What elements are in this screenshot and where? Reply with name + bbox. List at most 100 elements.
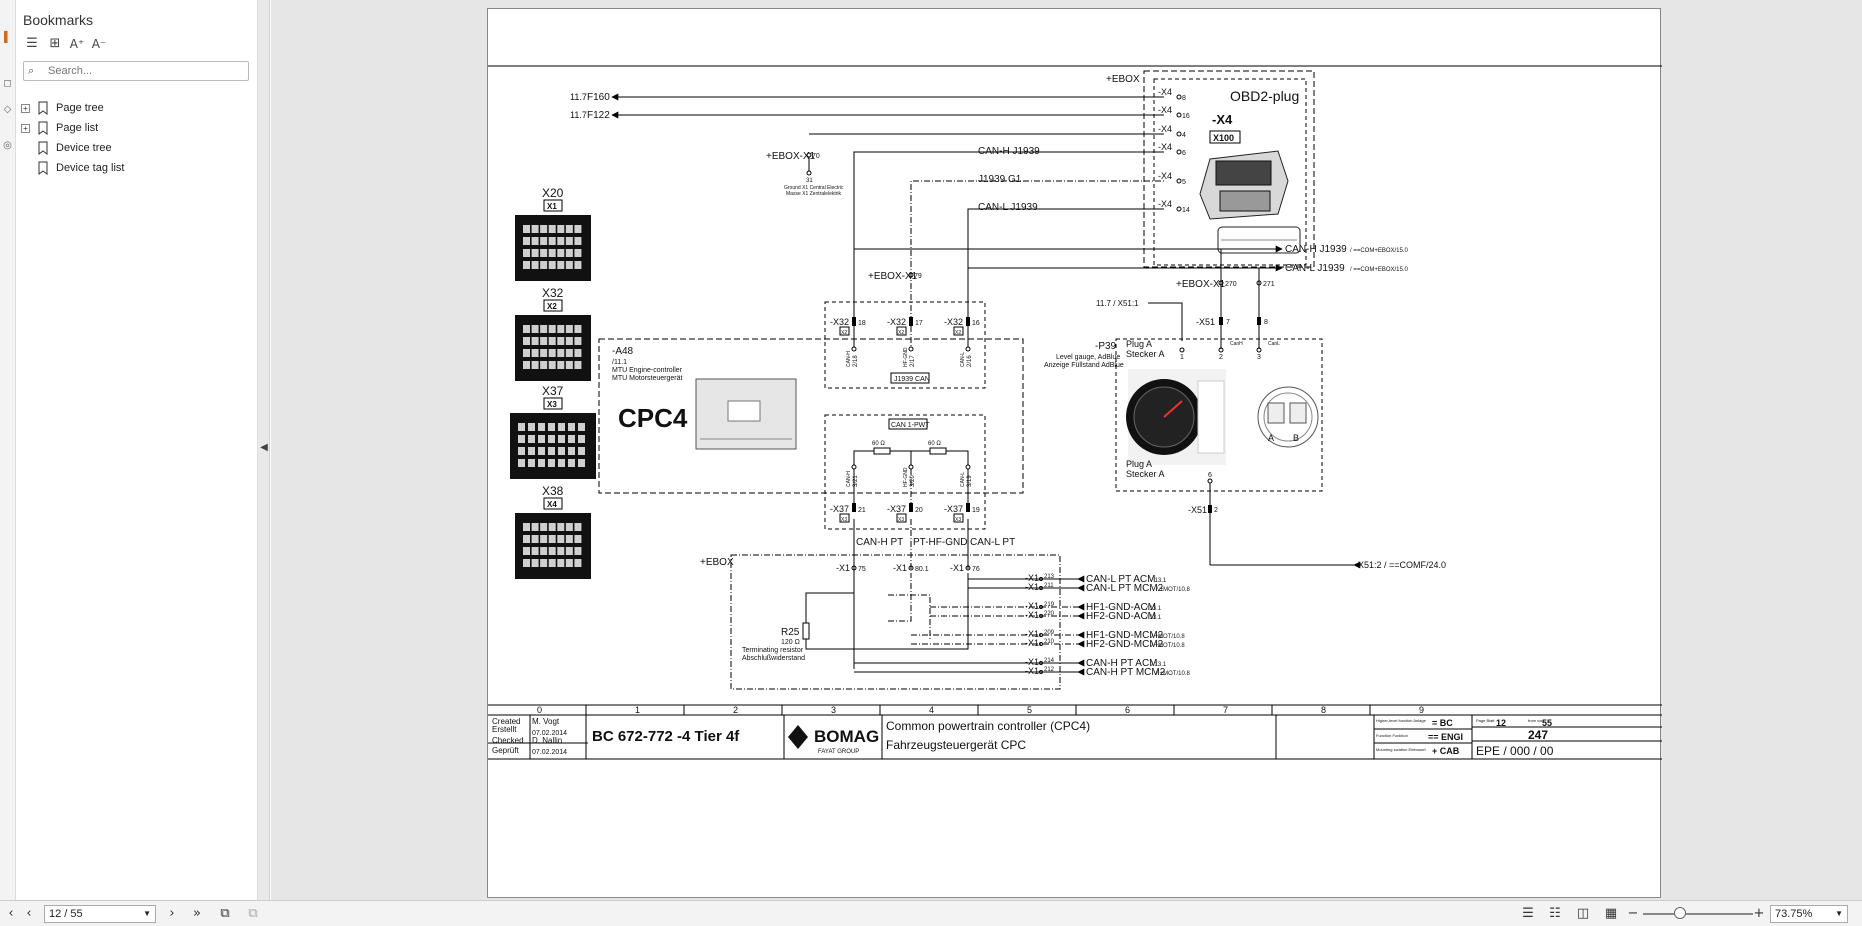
pin-sub-box <box>953 326 964 336</box>
paste-icon[interactable]: ⧉ <box>248 906 258 921</box>
input-label: F160 <box>587 92 610 103</box>
list-view-icon[interactable]: ☰ <box>26 36 38 51</box>
last-page-icon[interactable]: » <box>193 906 201 921</box>
pin-sub-box <box>896 326 907 336</box>
ebox-label: +EBOX <box>1106 74 1140 85</box>
brand-logo-text: BOMAG <box>814 727 879 746</box>
checked-by: D. Nallin <box>532 736 562 745</box>
pin-number: 79 <box>914 273 922 280</box>
model-title: BC 672-772 -4 Tier 4f <box>592 728 740 745</box>
connector-name: X20 <box>542 186 564 200</box>
x1-out-tag: -X1 <box>1025 582 1039 592</box>
pin-terminal <box>965 565 971 571</box>
zoom-field[interactable]: 73.75% ▼ <box>1770 905 1848 923</box>
brand-logo-icon <box>788 725 808 749</box>
x1-out-tag: -X1 <box>1025 601 1039 611</box>
output-ref: / +MOT/10.8 <box>1156 671 1190 677</box>
search-box[interactable]: ⌕ <box>23 61 249 81</box>
search-input[interactable] <box>48 64 244 78</box>
field-label: Higher-level function Anlage <box>1376 718 1427 723</box>
output-label: HF1-GND-ACM <box>1086 602 1156 613</box>
pages-tab-icon[interactable]: ◻ <box>3 78 12 89</box>
pin-number: 70 <box>812 153 820 160</box>
pin-terminal <box>1039 670 1043 674</box>
pin-sub: X2 <box>841 330 847 336</box>
pin-socket <box>852 317 856 326</box>
can1-pwt-label: CAN 1-PWT <box>891 422 930 429</box>
pin-terminal <box>1039 661 1043 665</box>
page-label: Page Blatt <box>1476 718 1495 723</box>
tree-item-device-tag-list[interactable]: Device tag list <box>20 161 250 177</box>
connector-sub: X3 <box>547 400 557 409</box>
single-page-view-icon[interactable]: ☰ <box>1522 906 1534 921</box>
obd-pin-label: -X4 <box>1158 87 1172 97</box>
pin-signal: CanH <box>1230 341 1243 347</box>
pin-number: 20 <box>915 507 923 514</box>
previous-page-icon[interactable]: ‹ <box>26 906 32 921</box>
page-indicator: 12 / 55 <box>49 908 83 920</box>
pin-number: 6 <box>1208 472 1212 479</box>
plug-pin-b: B <box>1293 433 1299 443</box>
tree-item-page-list[interactable]: + Page list <box>20 121 250 137</box>
obd-pin-label: -X4 <box>1158 199 1172 209</box>
field-value: + CAB <box>1432 746 1460 756</box>
expand-icon[interactable]: + <box>21 124 30 133</box>
next-page-icon[interactable]: › <box>169 906 175 921</box>
a48-boundary <box>598 338 1024 494</box>
copy-icon[interactable]: ⧉ <box>220 906 230 921</box>
increase-font-icon[interactable]: A⁺ <box>69 37 85 51</box>
bookmarks-tab-icon[interactable]: ▌ <box>3 32 12 43</box>
pin-signal: CAN-H <box>846 471 852 487</box>
pin-socket <box>966 503 970 512</box>
first-page-icon[interactable]: ‹ <box>8 906 14 921</box>
pin-number: 212 <box>1044 667 1055 673</box>
tree-item-device-tree[interactable]: Device tree <box>20 141 250 157</box>
zoom-in-icon[interactable]: + <box>1753 906 1765 921</box>
decrease-font-icon[interactable]: A⁻ <box>91 37 107 51</box>
epe-code: EPE / 000 / 00 <box>1476 744 1554 758</box>
status-bar: ‹ ‹ 12 / 55 ▼ › » ⧉ ⧉ ☰ ☷ ◫ ▦ − + 73.75%… <box>0 900 1862 926</box>
zoom-out-icon[interactable]: − <box>1627 906 1639 921</box>
layers-tab-icon[interactable]: ◇ <box>3 104 12 115</box>
add-bookmark-icon[interactable]: ⊞ <box>49 36 61 51</box>
panel-splitter[interactable] <box>258 0 270 900</box>
zoom-value: 73.75% <box>1775 908 1813 920</box>
pin-terminal <box>851 346 857 352</box>
pin-number: 209 <box>1044 630 1055 636</box>
bookmark-icon <box>38 141 48 155</box>
search-tab-icon[interactable]: ◎ <box>3 140 12 151</box>
tree-item-page-tree[interactable]: + Page tree <box>20 101 250 117</box>
p39-plug: Plug A <box>1126 459 1152 469</box>
a48-desc: MTU Motorsteuergerät <box>612 375 682 382</box>
input-ref: 11.7 <box>570 110 587 120</box>
tree-item-label: Page tree <box>56 102 104 114</box>
pin-terminal <box>1039 586 1043 590</box>
expand-icon[interactable]: + <box>21 104 30 113</box>
output-ref: / 13.1 <box>1151 662 1167 668</box>
checked-label: Geprüft <box>492 746 519 755</box>
p39-boundary <box>1115 338 1323 492</box>
pin-label: 2/17 <box>910 355 916 367</box>
pin-terminal <box>1039 577 1043 581</box>
column-label: 9 <box>1419 705 1424 715</box>
collapse-panel-icon[interactable]: ◀ <box>260 442 268 453</box>
field-value: = BC <box>1432 718 1453 728</box>
pin-label: 3/20 <box>910 475 916 487</box>
page-number-field[interactable]: 12 / 55 ▼ <box>44 905 156 923</box>
two-page-view-icon[interactable]: ◫ <box>1576 906 1590 921</box>
pin-number: 18 <box>858 320 866 327</box>
connector-sub: X4 <box>547 500 557 509</box>
zoom-slider-handle[interactable] <box>1674 907 1686 919</box>
r25-value: 120 Ω <box>781 639 800 646</box>
signal-output-ref: / ==COM+EBOX/15.0 <box>1350 248 1409 254</box>
zoom-slider[interactable] <box>1643 913 1753 915</box>
continuous-view-icon[interactable]: ☷ <box>1549 906 1561 921</box>
signal-label: J1939 G1 <box>978 174 1022 185</box>
pin-terminal <box>908 565 914 571</box>
search-icon: ⌕ <box>28 64 35 77</box>
two-page-continuous-icon[interactable]: ▦ <box>1604 906 1618 921</box>
created-label: Created <box>492 717 520 726</box>
